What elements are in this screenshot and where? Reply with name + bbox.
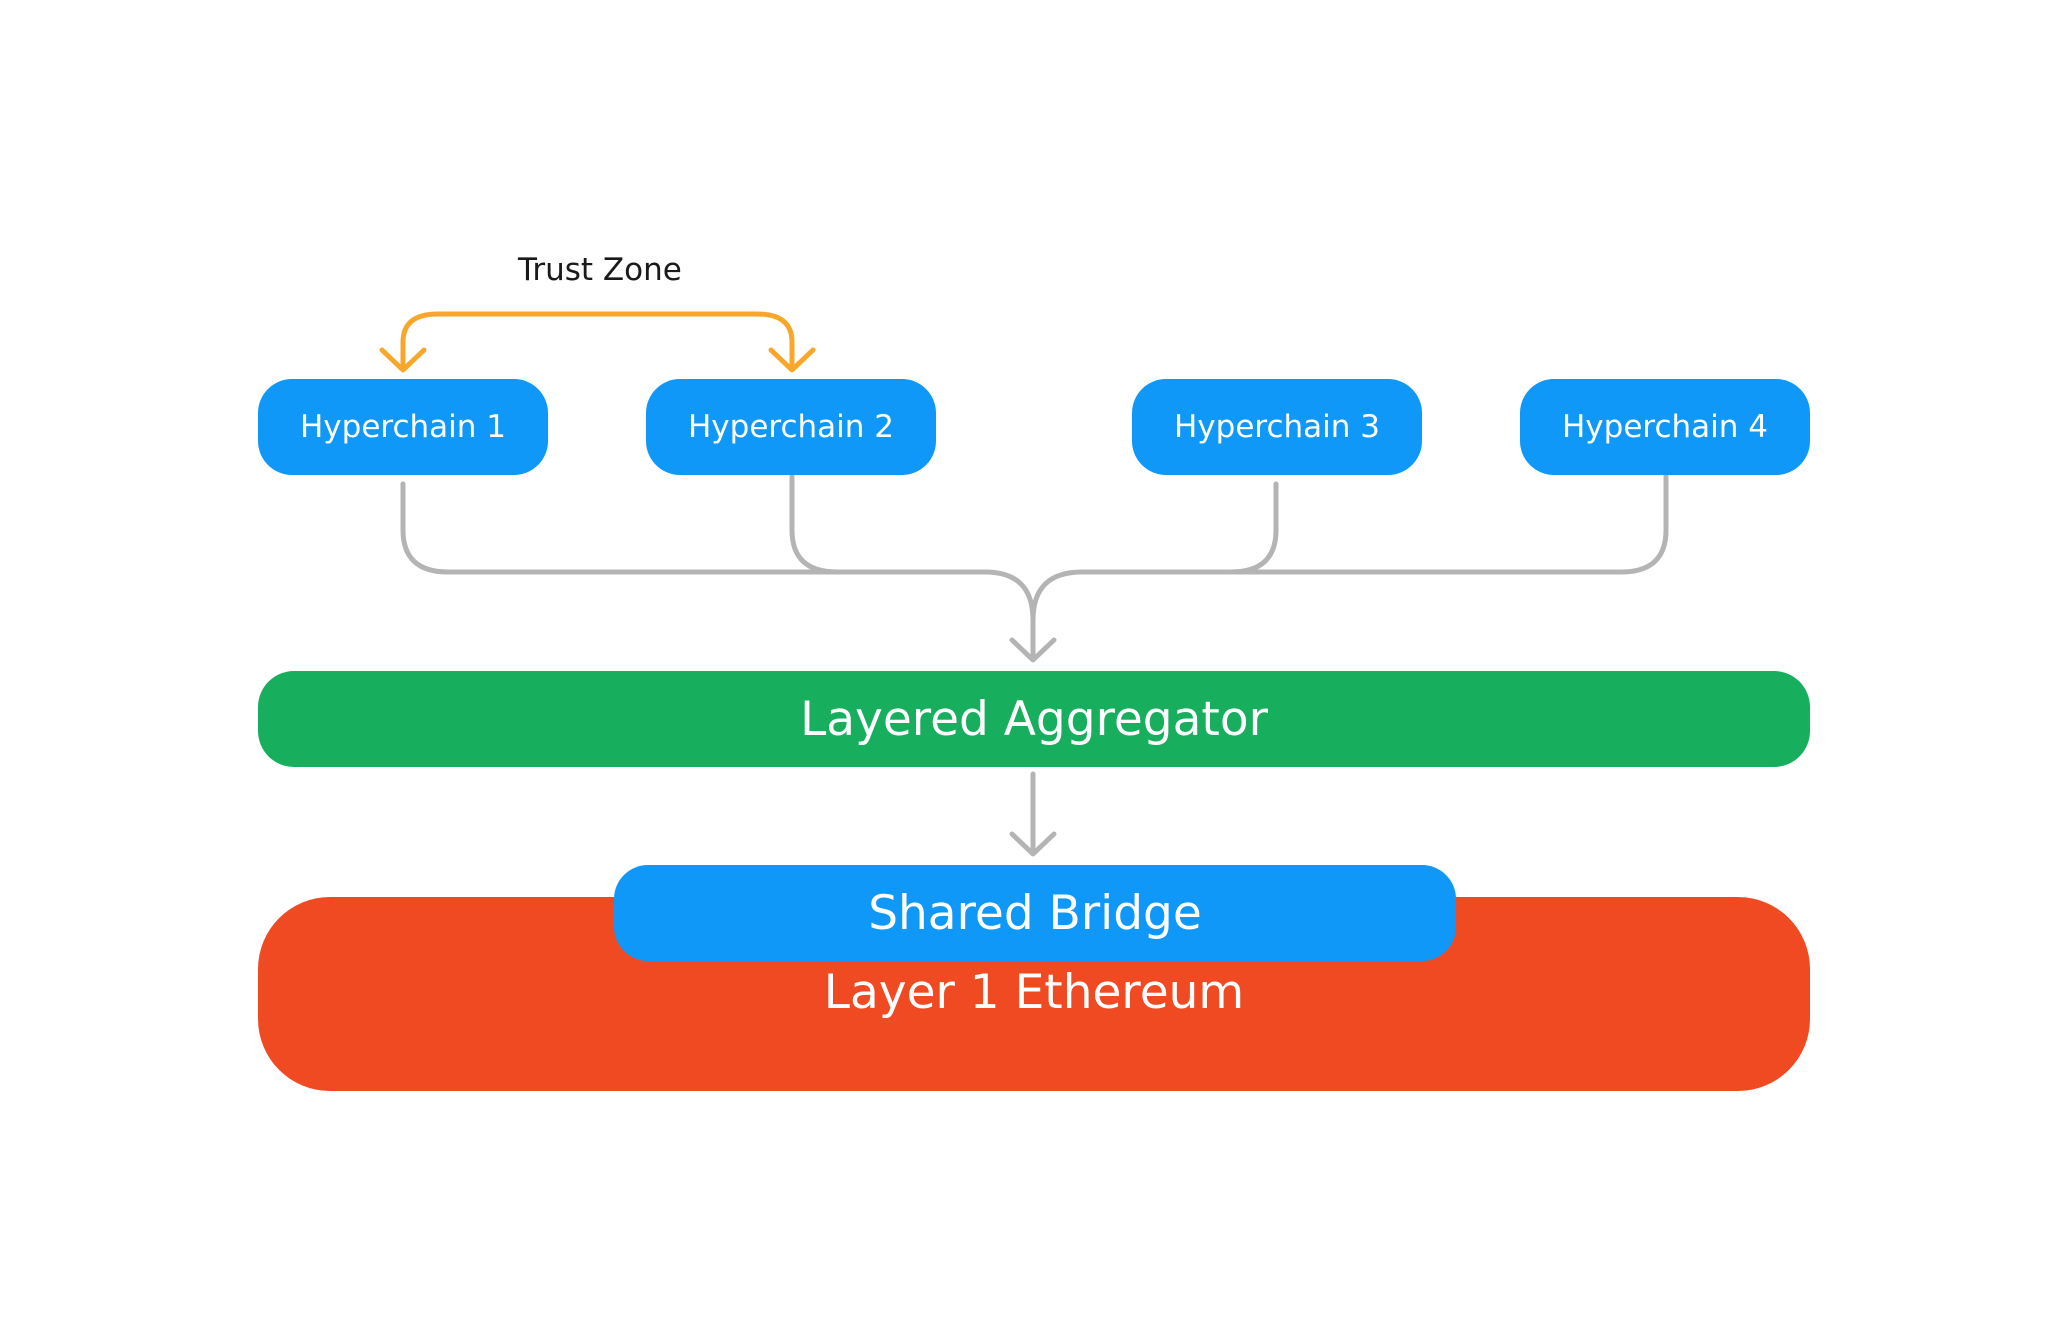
trust-zone-arc: [400, 311, 795, 371]
hyperchain-3-node: Hyperchain 3: [1132, 379, 1422, 475]
connector-hyperchain-3: [1228, 481, 1279, 575]
aggregator-arrowhead: [1009, 637, 1057, 663]
bridge-arrowhead: [1009, 831, 1057, 857]
layer1-ethereum-label: Layer 1 Ethereum: [823, 965, 1245, 1020]
trust-zone-arrow: [379, 311, 816, 373]
connector-hyperchain-2: [789, 473, 840, 575]
layered-aggregator-node: Layered Aggregator: [258, 671, 1810, 767]
shared-bridge-node: Shared Bridge: [614, 865, 1456, 961]
connector-hyperchain-4: [1030, 473, 1669, 623]
shared-bridge-label: Shared Bridge: [868, 885, 1202, 941]
aggregation-connectors: [400, 473, 1669, 663]
trust-zone-arrowhead-left: [379, 347, 427, 373]
hyperchain-4-label: Hyperchain 4: [1562, 409, 1768, 445]
hyperchain-2-node: Hyperchain 2: [646, 379, 936, 475]
hyperchain-1-node: Hyperchain 1: [258, 379, 548, 475]
trust-zone-label: Trust Zone: [518, 252, 682, 288]
aggregator-to-bridge-arrow: [1009, 771, 1057, 857]
trust-zone-arrowhead-right: [768, 347, 816, 373]
hyperchain-2-label: Hyperchain 2: [688, 409, 894, 445]
hyperchain-3-label: Hyperchain 3: [1174, 409, 1380, 445]
connector-hyperchain-1: [400, 481, 1036, 657]
layered-aggregator-label: Layered Aggregator: [800, 691, 1268, 747]
hyperchain-1-label: Hyperchain 1: [300, 409, 506, 445]
hyperchain-4-node: Hyperchain 4: [1520, 379, 1810, 475]
